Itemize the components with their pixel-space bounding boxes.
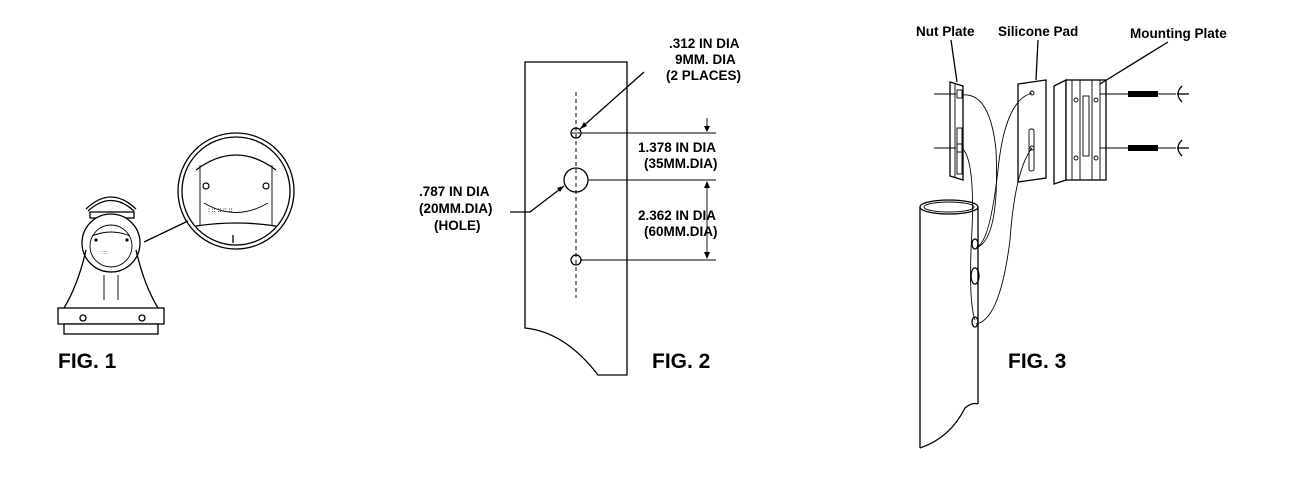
mounting-plate-hole4 bbox=[1093, 155, 1099, 161]
mount-base-lip bbox=[63, 323, 159, 335]
alignment-curve-top bbox=[961, 94, 997, 249]
pole-outline bbox=[524, 61, 628, 376]
upper-spacing-dim-mm: (35MM.DIA) bbox=[644, 156, 718, 171]
detail-scale-arc bbox=[203, 202, 269, 213]
bolt-top bbox=[1128, 91, 1158, 97]
mounting-plate-flange-left bbox=[1053, 78, 1067, 185]
silicone-pad bbox=[1017, 79, 1047, 183]
nut-plate bbox=[949, 81, 964, 181]
large-hole-leader-arrow bbox=[557, 186, 564, 192]
pad-hole-bottom bbox=[1029, 145, 1035, 151]
small-hole-leader bbox=[579, 71, 645, 130]
detail-circle-inner bbox=[181, 136, 291, 246]
fig2-caption: FIG. 2 bbox=[652, 350, 710, 373]
nut-plate-nut-top bbox=[956, 89, 963, 99]
mounting-plate-body bbox=[1065, 79, 1107, 181]
detail-cap-arc bbox=[195, 154, 277, 171]
detail-scale-markings: : :: :: :: :: bbox=[208, 208, 233, 214]
pole-top-inner bbox=[923, 201, 975, 213]
label-nut-plate: Nut Plate bbox=[916, 24, 975, 39]
pole-hole-top bbox=[971, 238, 979, 250]
mounting-plate-slot bbox=[1082, 95, 1090, 157]
pole-hole-bottom bbox=[971, 316, 979, 328]
pad-hole-top bbox=[1029, 90, 1035, 96]
detail-screw-left bbox=[202, 182, 210, 190]
small-hole-dim-mm: 9MM. DIA bbox=[675, 52, 736, 67]
rotation-arrow bbox=[87, 199, 135, 212]
alignment-curve-nut bbox=[961, 147, 976, 321]
detail-leader bbox=[143, 220, 189, 243]
silicone-pad-leader bbox=[1035, 39, 1039, 81]
mounting-plate-leader bbox=[1099, 41, 1169, 85]
bolt-bottom bbox=[1128, 145, 1158, 151]
fig1-camera-mount: ::::: : :: :: :: :: FIG. 1 bbox=[57, 132, 295, 373]
fig3-exploded-assembly: Nut Plate Silicone Pad Mounting Plate FI… bbox=[916, 24, 1227, 449]
mounting-plate-hole3 bbox=[1093, 97, 1099, 103]
detail-base-line bbox=[195, 222, 277, 227]
large-hole-dim-note: (HOLE) bbox=[434, 218, 481, 233]
small-hole-dim-in: .312 IN DIA bbox=[669, 36, 740, 51]
small-hole-leader-arrow bbox=[580, 122, 587, 129]
upper-spacing-dim-in: 1.378 IN DIA bbox=[638, 140, 716, 155]
fig1-caption: FIG. 1 bbox=[58, 350, 117, 373]
dim-arrowhead-top bbox=[704, 126, 710, 132]
dim-arrowhead-bottom bbox=[704, 252, 710, 259]
mount-dial bbox=[89, 224, 133, 268]
pole-bottom-break bbox=[919, 402, 979, 449]
lower-spacing-dim-in: 2.362 IN DIA bbox=[638, 208, 716, 223]
pole-hole-mid bbox=[970, 267, 980, 285]
detail-screw-right bbox=[262, 182, 270, 190]
mount-housing bbox=[81, 213, 141, 273]
mounting-plate-hole1 bbox=[1073, 97, 1079, 103]
small-hole-dim-note: (2 PLACES) bbox=[666, 68, 741, 83]
large-hole-dim-mm: (20MM.DIA) bbox=[419, 201, 493, 216]
rotation-arrow-outer bbox=[85, 196, 137, 210]
fig2-pole-drilling: .312 IN DIA 9MM. DIA (2 PLACES) 1.378 IN… bbox=[419, 36, 741, 376]
dial-screw-left bbox=[94, 238, 98, 242]
dial-markings: ::::: bbox=[101, 250, 108, 256]
alignment-curve-pad bbox=[977, 92, 1033, 247]
base-hole-left bbox=[79, 314, 87, 322]
base-hole-right bbox=[138, 314, 146, 322]
mount-arm-right bbox=[135, 249, 159, 309]
alignment-curve-pad-bottom bbox=[975, 147, 1033, 325]
dial-arc bbox=[91, 231, 131, 237]
mount-base-plate bbox=[57, 307, 165, 325]
nut-plate-leader bbox=[950, 39, 958, 83]
dial-screw-right bbox=[125, 238, 129, 242]
dim-arrowhead-mid bbox=[704, 181, 710, 188]
label-silicone-pad: Silicone Pad bbox=[998, 24, 1078, 39]
large-hole-leader bbox=[510, 185, 565, 213]
mount-arm-left bbox=[63, 249, 87, 309]
label-mounting-plate: Mounting Plate bbox=[1130, 26, 1227, 41]
lower-spacing-dim-mm: (60MM.DIA) bbox=[644, 224, 718, 239]
mounting-plate-hole2 bbox=[1073, 155, 1079, 161]
pad-slot bbox=[1028, 128, 1035, 172]
detail-circle-outer bbox=[177, 132, 295, 250]
fig3-caption: FIG. 3 bbox=[1008, 350, 1066, 373]
large-hole-dim-in: .787 IN DIA bbox=[419, 184, 490, 199]
